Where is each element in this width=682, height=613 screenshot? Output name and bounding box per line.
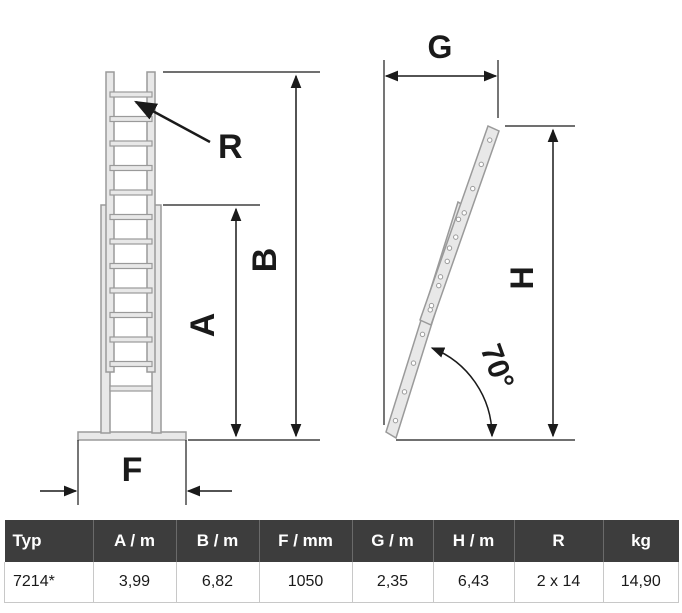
rung-hole [487, 137, 493, 143]
header-g: G / m [352, 520, 434, 562]
ladder-rung [109, 238, 153, 245]
label-b: B [246, 248, 284, 273]
rung-hole [410, 360, 417, 366]
side-rung-holes [392, 137, 493, 424]
dimension-f [40, 440, 232, 505]
header-kg: kg [603, 520, 679, 562]
ladder-rung [109, 336, 153, 343]
cell-f: 1050 [259, 562, 353, 603]
rung-hole [453, 234, 459, 240]
rung-hole [444, 258, 450, 265]
ladder-rung [109, 164, 153, 172]
cell-kg: 14,90 [603, 562, 679, 603]
ladder-rung [109, 91, 153, 98]
ladder-rung [109, 311, 153, 319]
ladder-rungs [109, 91, 153, 392]
table-header-row: Typ A / m B / m F / mm G / m H / m R kg [4, 520, 679, 562]
label-r: R [218, 128, 243, 166]
rung-hole [470, 185, 476, 192]
side-upper-section [419, 124, 500, 327]
dimension-b [163, 71, 320, 441]
ladder-rung [109, 115, 153, 123]
rung-hole [419, 331, 426, 338]
upper-rail-left [105, 71, 115, 373]
ladder-rung [109, 287, 153, 294]
cell-g: 2,35 [352, 562, 434, 603]
rung-hole [437, 274, 444, 280]
label-h: H [504, 266, 540, 289]
cell-h: 6,43 [433, 562, 515, 603]
ladder-base-bar [77, 431, 187, 441]
header-f: F / mm [259, 520, 353, 562]
header-h: H / m [433, 520, 515, 562]
rung-hole [428, 302, 435, 309]
dimension-g [383, 60, 499, 425]
angle-arc [430, 347, 498, 438]
cell-a: 3,99 [93, 562, 177, 603]
table-row: 7214* 3,99 6,82 1050 2,35 6,43 2 x 14 14… [4, 562, 679, 603]
label-g: G [428, 29, 453, 65]
header-b: B / m [176, 520, 260, 562]
ladder-rung [109, 140, 153, 147]
dimension-a [163, 204, 260, 438]
ladder-rung [109, 189, 153, 196]
header-typ: Typ [4, 520, 94, 562]
ladder-rung [109, 360, 153, 368]
rung-hole [392, 417, 399, 424]
rung-hole [461, 210, 467, 216]
rung-hole [401, 389, 408, 395]
rung-hole [455, 216, 462, 223]
label-angle: 70° [474, 340, 521, 394]
label-a: A [184, 313, 222, 338]
cell-b: 6,82 [176, 562, 260, 603]
cell-r: 2 x 14 [514, 562, 604, 603]
cell-typ: 7214* [4, 562, 94, 603]
r-leader-line [134, 100, 211, 144]
ladder-rung [109, 385, 153, 392]
rung-hole [478, 161, 484, 168]
rung-hole [427, 307, 433, 313]
header-r: R [514, 520, 604, 562]
rung-hole [436, 282, 442, 289]
ladder-rung [109, 262, 153, 270]
side-view-ladder [385, 124, 500, 440]
ladder-rung [109, 213, 153, 221]
rung-hole [446, 245, 453, 251]
label-f: F [122, 451, 143, 489]
header-a: A / m [93, 520, 177, 562]
upper-rail-right [146, 71, 156, 373]
ladder-diagram: R B A F G H 70° [40, 29, 575, 505]
dimension-h [396, 125, 575, 441]
front-view-ladder [77, 71, 187, 441]
spec-table: Typ A / m B / m F / mm G / m H / m R kg … [4, 520, 679, 603]
